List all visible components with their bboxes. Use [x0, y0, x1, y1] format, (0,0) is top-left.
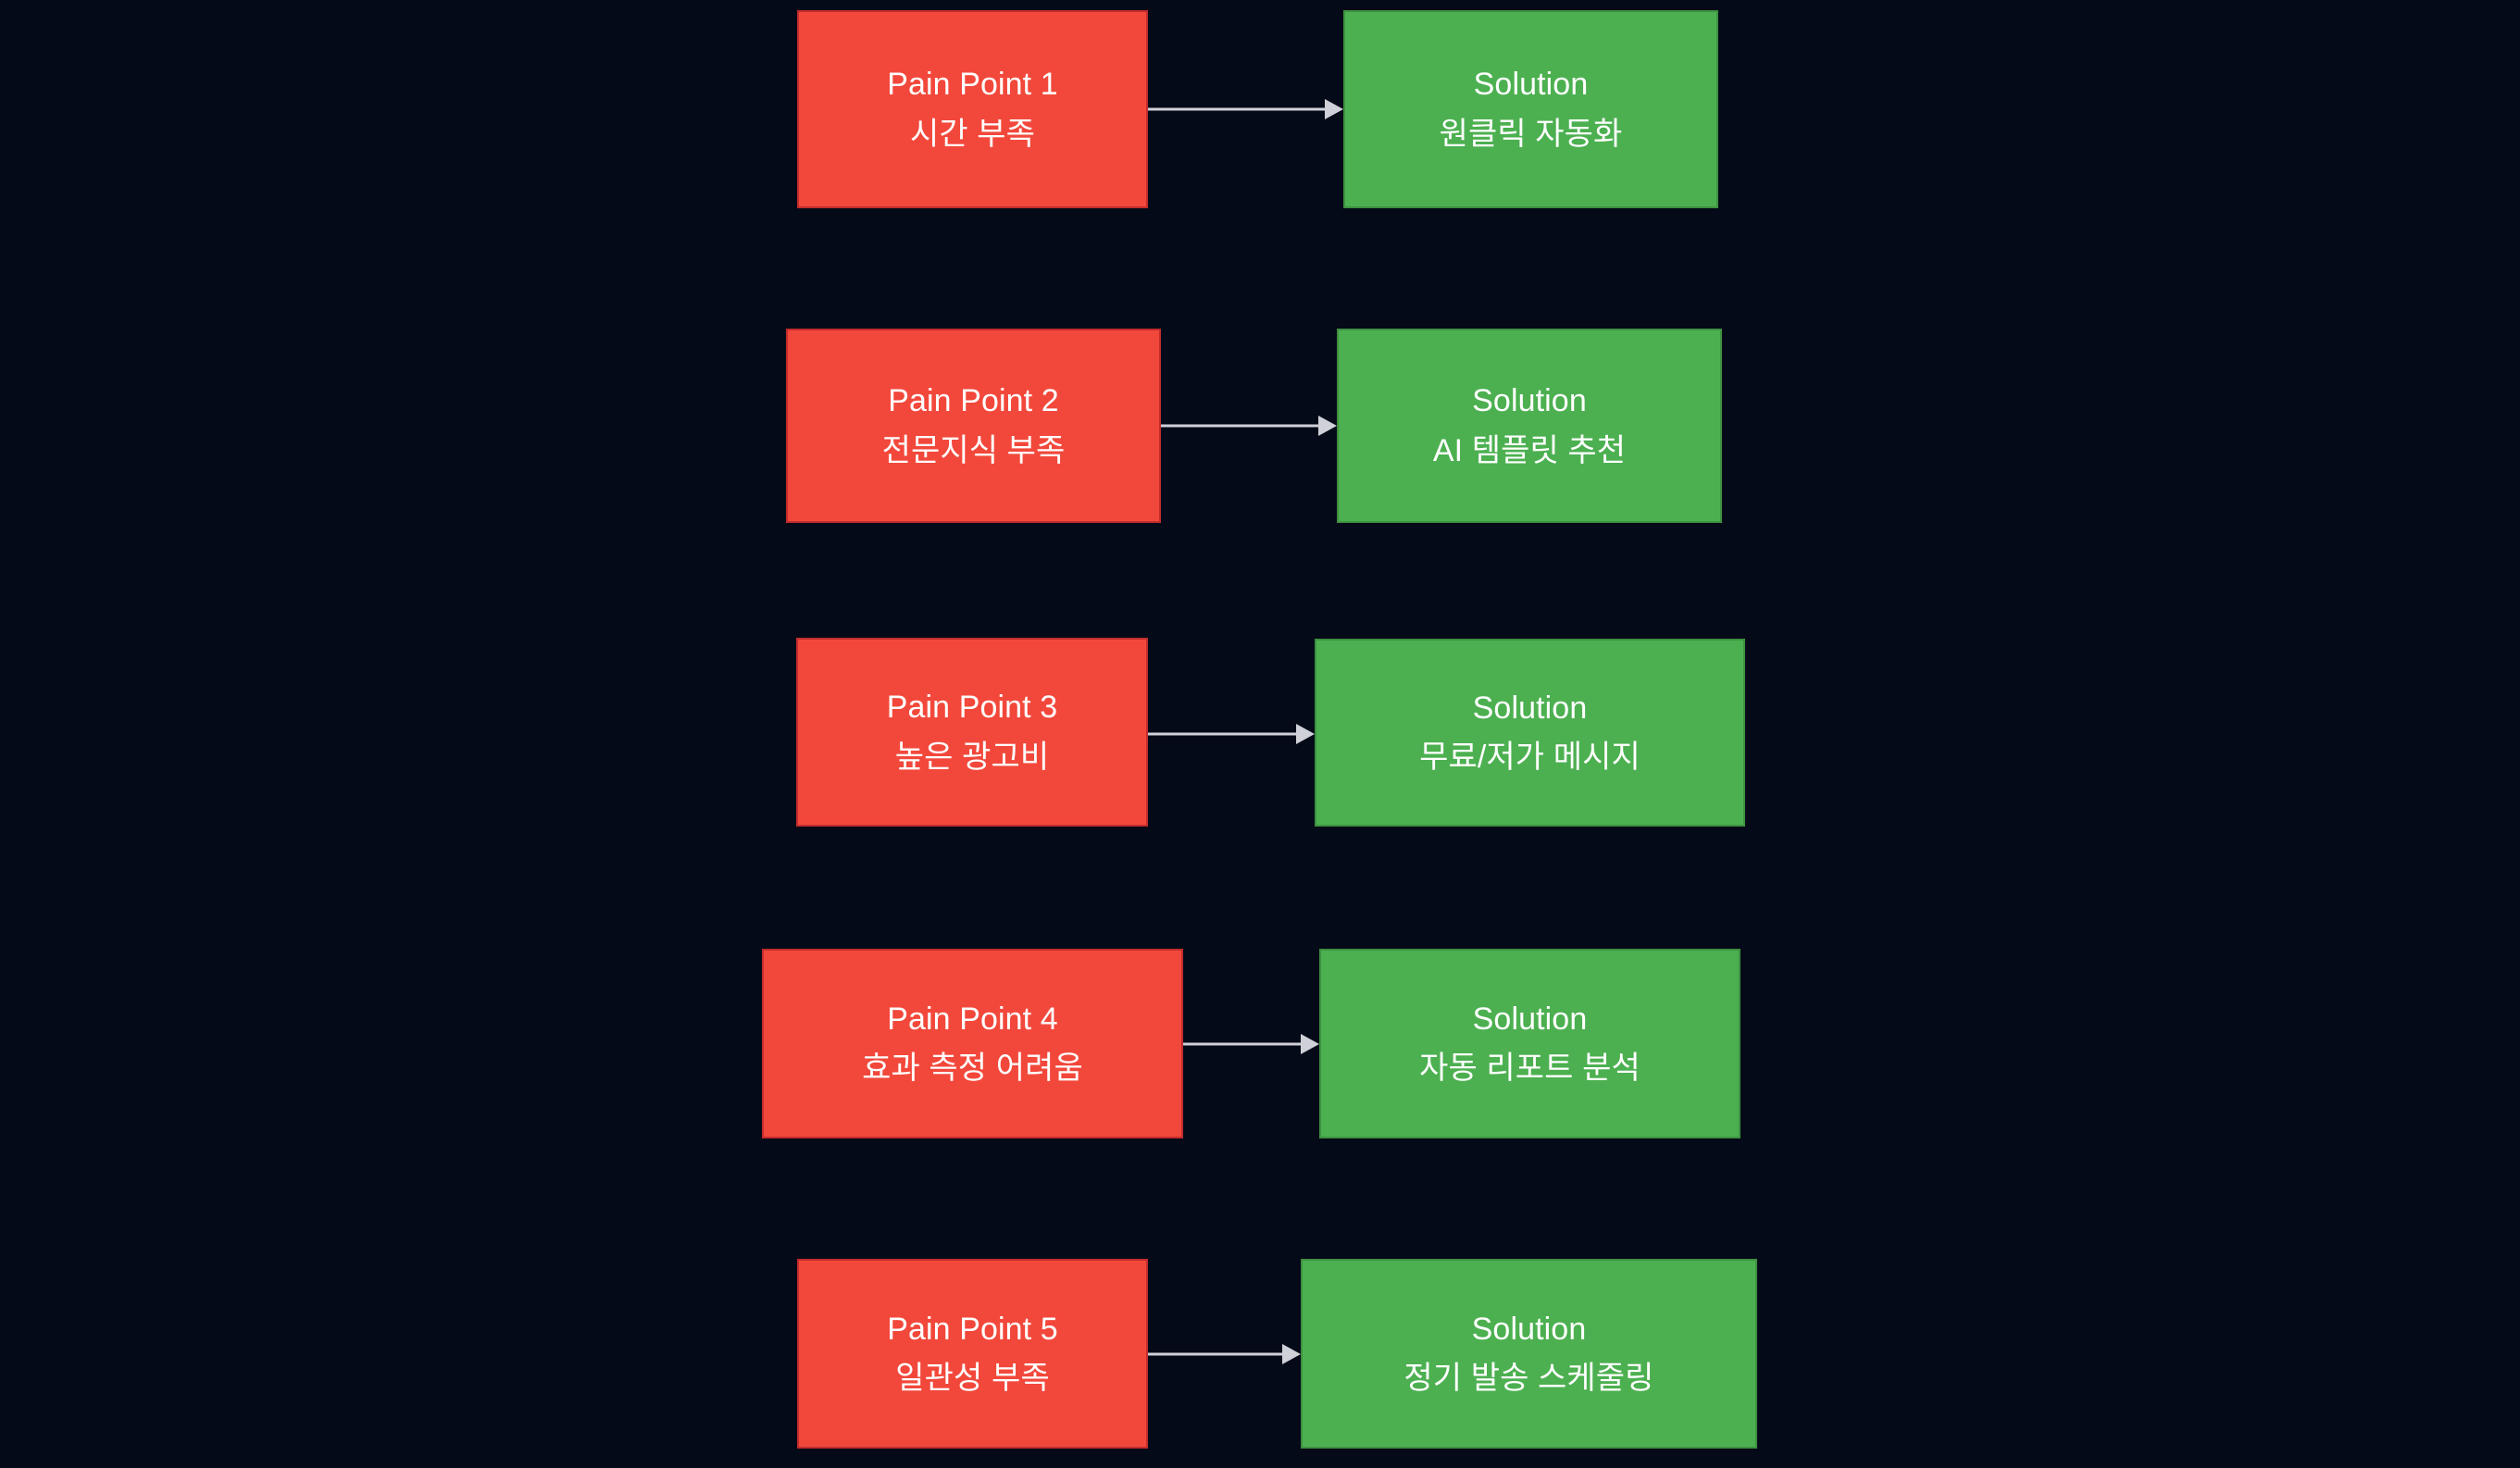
pain-point-detail: 전문지식 부족	[881, 432, 1066, 468]
solution-detail: 자동 리포트 분석	[1419, 1051, 1640, 1086]
pain-point-box[interactable]: Pain Point 3 높은 광고비	[796, 638, 1148, 827]
pain-point-detail: 일관성 부족	[895, 1361, 1050, 1396]
solution-detail: AI 템플릿 추천	[1432, 432, 1627, 468]
arrow-head-icon	[1301, 1034, 1319, 1054]
pain-point-title: Pain Point 1	[887, 67, 1058, 103]
solution-box[interactable]: Solution AI 템플릿 추천	[1337, 329, 1722, 523]
solution-detail: 원클릭 자동화	[1439, 116, 1623, 152]
solution-box[interactable]: Solution 무료/저가 메시지	[1315, 639, 1745, 827]
pain-point-detail: 높은 광고비	[894, 739, 1050, 775]
flow-arrow	[1148, 715, 1315, 753]
flow-arrow	[1148, 91, 1343, 128]
solution-box[interactable]: Solution 자동 리포트 분석	[1319, 949, 1740, 1138]
pain-point-box[interactable]: Pain Point 5 일관성 부족	[797, 1259, 1148, 1449]
arrow-head-icon	[1318, 416, 1337, 436]
solution-title: Solution	[1471, 1311, 1587, 1347]
pain-point-box[interactable]: Pain Point 2 전문지식 부족	[786, 329, 1161, 523]
solution-detail: 정기 발송 스케줄링	[1403, 1361, 1654, 1396]
pain-point-title: Pain Point 3	[886, 690, 1058, 726]
pain-point-detail: 효과 측정 어려움	[862, 1051, 1083, 1086]
flow-arrow	[1148, 1336, 1301, 1373]
solution-title: Solution	[1472, 1001, 1588, 1037]
arrow-head-icon	[1282, 1344, 1301, 1364]
solution-box[interactable]: Solution 정기 발송 스케줄링	[1301, 1259, 1757, 1449]
solution-title: Solution	[1473, 67, 1589, 103]
flow-arrow	[1161, 407, 1337, 444]
arrow-head-icon	[1296, 724, 1315, 744]
pain-point-title: Pain Point 2	[888, 383, 1059, 419]
solution-box[interactable]: Solution 원클릭 자동화	[1343, 10, 1718, 208]
pain-point-box[interactable]: Pain Point 1 시간 부족	[797, 10, 1148, 208]
arrow-head-icon	[1325, 99, 1343, 119]
pain-point-detail: 시간 부족	[909, 116, 1036, 152]
solution-title: Solution	[1472, 383, 1587, 419]
pain-point-title: Pain Point 4	[887, 1001, 1058, 1037]
solution-title: Solution	[1472, 690, 1588, 726]
pain-point-title: Pain Point 5	[887, 1311, 1058, 1347]
pain-point-box[interactable]: Pain Point 4 효과 측정 어려움	[762, 949, 1183, 1138]
flow-arrow	[1183, 1026, 1319, 1063]
solution-detail: 무료/저가 메시지	[1419, 740, 1640, 775]
